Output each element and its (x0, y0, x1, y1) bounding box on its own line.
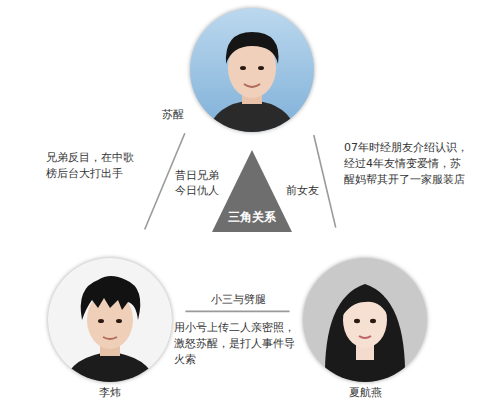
portrait-illustration (190, 8, 314, 132)
note-text: 兄弟反目，在中歌榜后台大打出手 (46, 150, 140, 182)
portrait-illustration (303, 258, 427, 382)
relation-label: 前女友 (282, 183, 322, 198)
relation-line-stroke (185, 311, 289, 313)
relation-line (185, 311, 289, 312)
portrait-circle: 李炜 (48, 258, 172, 382)
relation-label: 小三与劈腿 (200, 292, 276, 307)
person-name: 苏醒 (148, 107, 184, 122)
portrait-illustration (48, 258, 172, 382)
portrait-circle: 夏航燕 (303, 258, 427, 382)
center-title: 三角关系 (210, 210, 294, 225)
portrait-circle: 苏醒 (190, 8, 314, 132)
person-name: 夏航燕 (303, 385, 427, 400)
note-text: 用小号上传二人亲密照，激怒苏醒，是打人事件导火索 (174, 320, 304, 368)
relation-label: 昔日兄弟 今日仇人 (174, 168, 220, 198)
relation-line-stroke (314, 135, 336, 228)
person-name: 李炜 (48, 385, 172, 400)
note-text: 07年时经朋友介绍认识，经过4年友情变爱情，苏醒妈帮其开了一家服装店 (344, 140, 468, 188)
relation-line (314, 135, 336, 228)
